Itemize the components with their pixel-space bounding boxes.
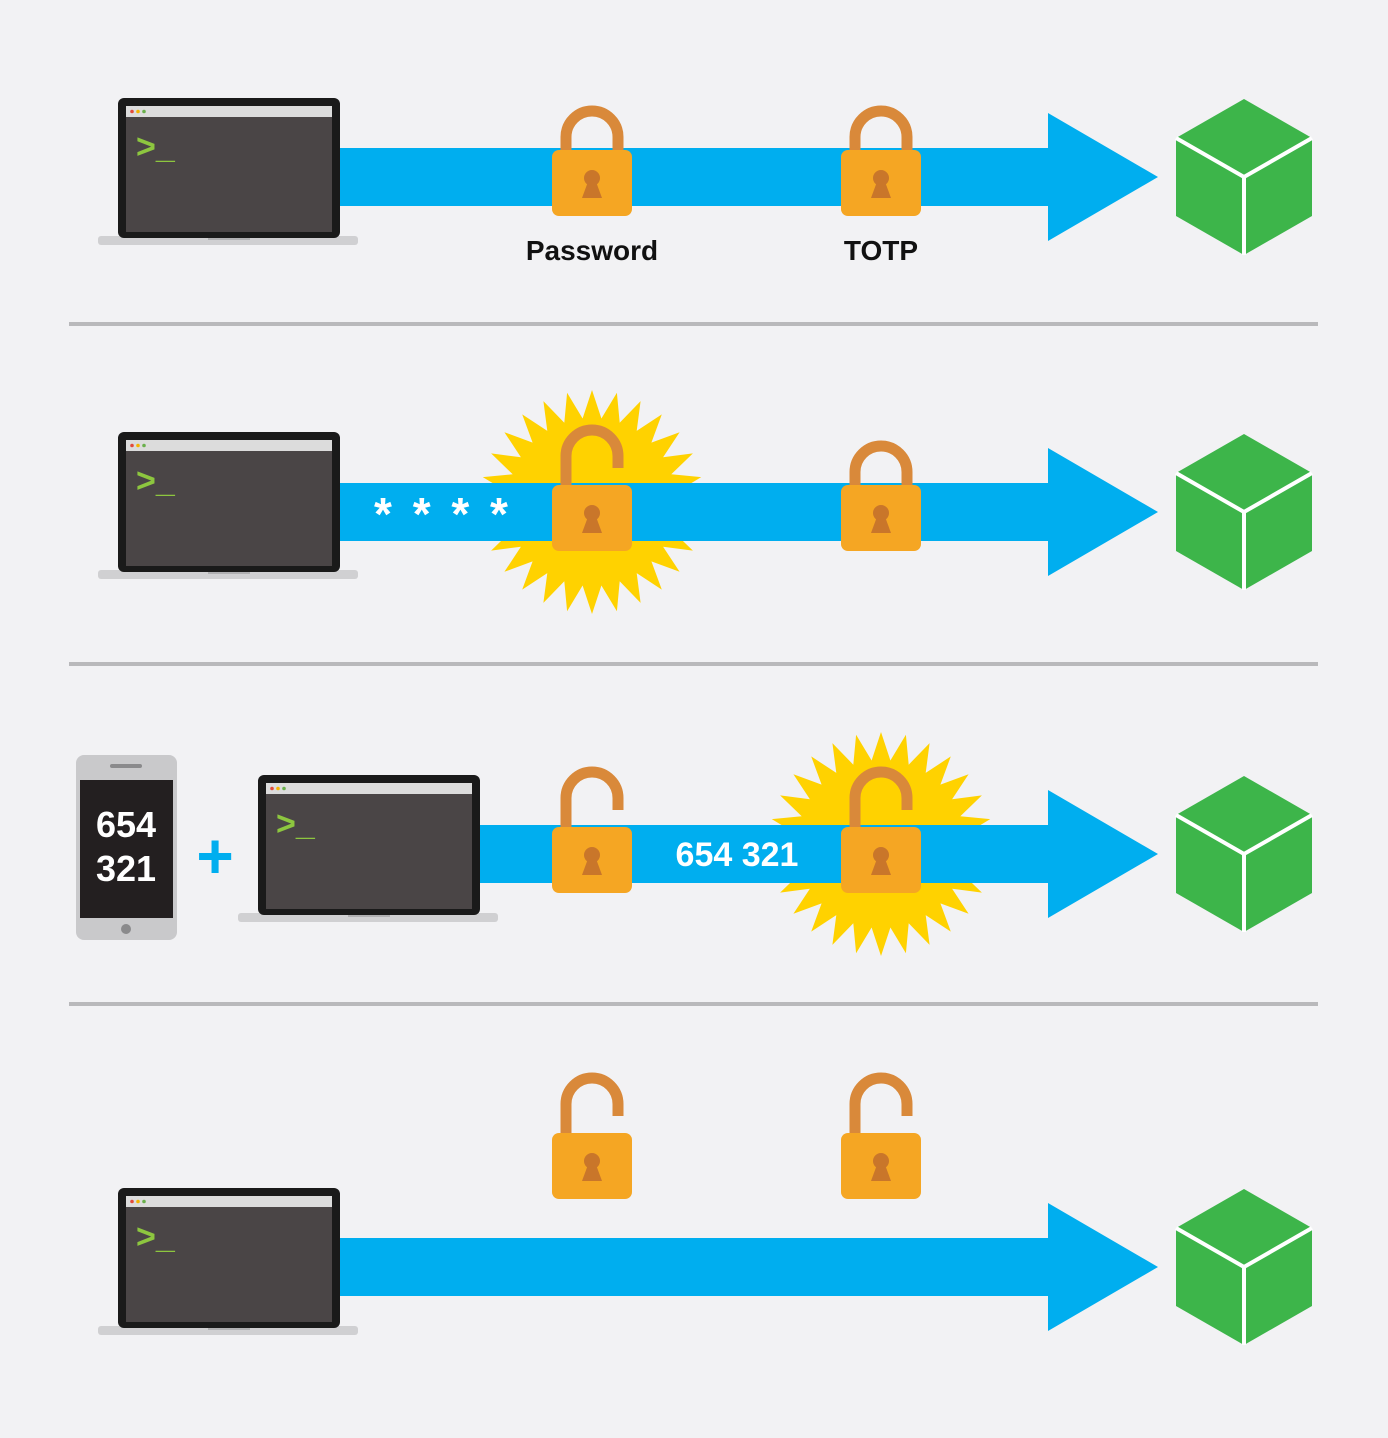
row-divider (69, 322, 1318, 326)
server-cube-icon (1174, 774, 1314, 934)
row-normal: >_ Password TOTP (98, 97, 1314, 266)
totp-code-text: 654 321 (676, 836, 799, 874)
row-divider (69, 662, 1318, 666)
lock-label: TOTP (844, 235, 918, 266)
locked-padlock-icon: Password (526, 111, 658, 266)
terminal-prompt: >_ (136, 1218, 176, 1256)
row-password-cracked: * * * * >_ (98, 390, 1314, 614)
unlocked-padlock-icon (552, 772, 632, 893)
laptop-terminal-icon: >_ (98, 432, 358, 579)
flow-arrow (338, 113, 1158, 241)
flow-arrow (478, 790, 1158, 918)
flow-arrow (338, 448, 1158, 576)
password-text: * * * * (374, 488, 512, 540)
laptop-terminal-icon: >_ (238, 775, 498, 922)
phone-code-line: 321 (96, 848, 156, 889)
row-divider (69, 1002, 1318, 1006)
terminal-prompt: >_ (276, 805, 316, 843)
row-direct-access: >_ (98, 1078, 1314, 1347)
laptop-terminal-icon: >_ (98, 98, 358, 245)
terminal-prompt: >_ (136, 128, 176, 166)
locked-padlock-icon: TOTP (841, 111, 921, 266)
lock-label: Password (526, 235, 658, 266)
unlocked-padlock-icon (841, 1078, 921, 1199)
terminal-prompt: >_ (136, 462, 176, 500)
flow-arrow (338, 1203, 1158, 1331)
server-cube-icon (1174, 97, 1314, 257)
phone-code-line: 654 (96, 804, 156, 845)
server-cube-icon (1174, 432, 1314, 592)
locked-padlock-icon (841, 446, 921, 551)
plus-icon: + (196, 820, 233, 892)
laptop-terminal-icon: >_ (98, 1188, 358, 1335)
server-cube-icon (1174, 1187, 1314, 1347)
unlocked-padlock-icon (552, 1078, 632, 1199)
